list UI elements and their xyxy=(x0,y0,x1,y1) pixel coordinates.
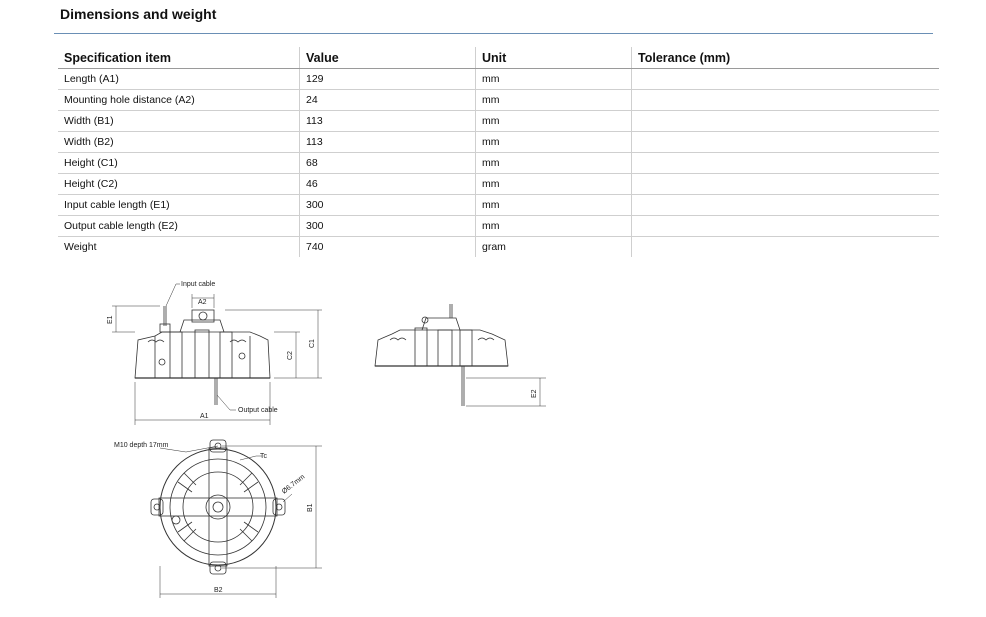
dimension-drawing: Input cable A2 A1 Output cable E1 C2 C1 … xyxy=(107,281,546,598)
cell-spec-item: Height (C1) xyxy=(58,152,300,174)
label-output-cable: Output cable xyxy=(238,407,278,414)
table-row: Width (B1) 113 mm xyxy=(58,110,939,132)
table-row: Height (C1) 68 mm xyxy=(58,152,939,174)
cell-tolerance xyxy=(631,236,939,257)
label-a2: A2 xyxy=(198,299,207,306)
table-row: Weight 740 gram xyxy=(58,236,939,257)
cell-value: 68 xyxy=(299,152,476,174)
label-m10: M10 depth 17mm xyxy=(114,442,169,449)
label-tc: Tc xyxy=(260,453,268,460)
cell-value: 24 xyxy=(299,89,476,111)
cell-unit: gram xyxy=(475,236,632,257)
cell-tolerance xyxy=(631,152,939,174)
side-view xyxy=(374,304,546,407)
cell-unit: mm xyxy=(475,194,632,216)
cell-unit: mm xyxy=(475,173,632,195)
cell-unit: mm xyxy=(475,89,632,111)
header-unit: Unit xyxy=(475,47,632,69)
cell-value: 113 xyxy=(299,131,476,153)
cell-unit: mm xyxy=(475,110,632,132)
cell-tolerance xyxy=(631,173,939,195)
cell-value: 740 xyxy=(299,236,476,257)
cell-value: 113 xyxy=(299,110,476,132)
cell-tolerance xyxy=(631,89,939,111)
cell-spec-item: Input cable length (E1) xyxy=(58,194,300,216)
table-row: Width (B2) 113 mm xyxy=(58,131,939,153)
cell-tolerance xyxy=(631,68,939,90)
table-row: Output cable length (E2) 300 mm xyxy=(58,215,939,237)
table-header-row: Specification item Value Unit Tolerance … xyxy=(58,47,939,69)
label-b2: B2 xyxy=(214,587,223,594)
page-title: Dimensions and weight xyxy=(60,6,217,22)
cell-tolerance xyxy=(631,110,939,132)
label-b1: B1 xyxy=(307,503,314,512)
cell-tolerance xyxy=(631,131,939,153)
cell-value: 300 xyxy=(299,215,476,237)
spec-table: Specification item Value Unit Tolerance … xyxy=(58,47,939,257)
cell-spec-item: Output cable length (E2) xyxy=(58,215,300,237)
label-a1: A1 xyxy=(200,413,209,420)
table-row: Input cable length (E1) 300 mm xyxy=(58,194,939,216)
label-e2: E2 xyxy=(531,389,538,398)
label-e1: E1 xyxy=(107,315,114,324)
cell-tolerance xyxy=(631,215,939,237)
cell-unit: mm xyxy=(475,152,632,174)
cell-tolerance xyxy=(631,194,939,216)
table-row: Height (C2) 46 mm xyxy=(58,173,939,195)
cell-unit: mm xyxy=(475,131,632,153)
cell-spec-item: Mounting hole distance (A2) xyxy=(58,89,300,111)
cell-spec-item: Height (C2) xyxy=(58,173,300,195)
cell-value: 300 xyxy=(299,194,476,216)
table-row: Mounting hole distance (A2) 24 mm xyxy=(58,89,939,111)
cell-spec-item: Width (B1) xyxy=(58,110,300,132)
header-value: Value xyxy=(299,47,476,69)
label-hole-diameter: Ø6.7mm xyxy=(281,473,307,495)
title-divider xyxy=(54,33,933,34)
cell-value: 46 xyxy=(299,173,476,195)
top-view xyxy=(150,439,322,598)
label-input-cable: Input cable xyxy=(181,281,215,288)
table-row: Length (A1) 129 mm xyxy=(58,68,939,90)
front-view xyxy=(112,283,322,425)
label-c1: C1 xyxy=(309,339,316,348)
header-spec-item: Specification item xyxy=(58,47,300,69)
cell-unit: mm xyxy=(475,68,632,90)
cell-spec-item: Width (B2) xyxy=(58,131,300,153)
cell-spec-item: Length (A1) xyxy=(58,68,300,90)
cell-value: 129 xyxy=(299,68,476,90)
header-tolerance: Tolerance (mm) xyxy=(631,47,939,69)
cell-spec-item: Weight xyxy=(64,241,97,253)
label-c2: C2 xyxy=(287,351,294,360)
cell-unit: mm xyxy=(475,215,632,237)
